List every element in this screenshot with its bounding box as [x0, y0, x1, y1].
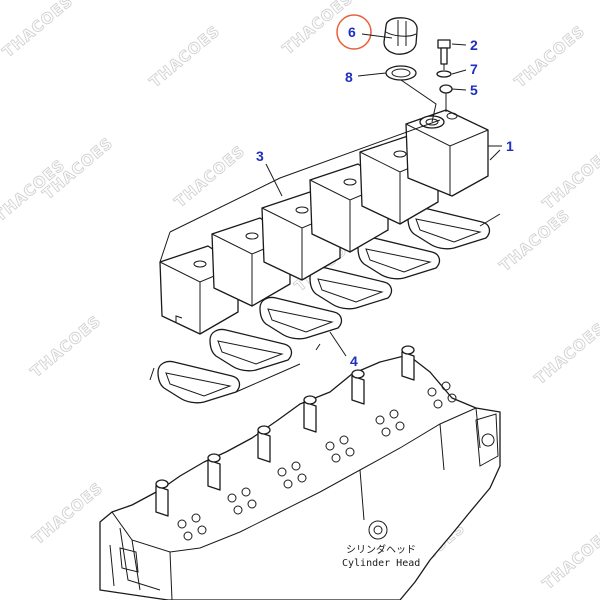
watermark: THACOES	[146, 22, 224, 91]
valve-cluster	[177, 381, 457, 541]
watermark: THACOES	[27, 312, 105, 381]
watermark: THACOES	[279, 0, 357, 58]
callouts: 6 2 7 5 8 1 3 4	[256, 14, 514, 369]
caption-english: Cylinder Head	[342, 558, 420, 569]
callout-6[interactable]: 6	[348, 24, 356, 40]
cylinder-head-drawing	[99, 345, 501, 600]
cover-group	[159, 109, 501, 335]
watermark: THACOES	[171, 142, 249, 211]
watermark: THACOES	[29, 479, 107, 548]
hardware-parts	[383, 17, 453, 123]
callout-7[interactable]: 7	[470, 61, 478, 77]
caption: シリンダヘッド Cylinder Head	[342, 543, 420, 569]
caption-japanese: シリンダヘッド	[346, 543, 416, 556]
callout-2[interactable]: 2	[470, 37, 478, 53]
callout-4[interactable]: 4	[350, 353, 358, 369]
watermark: THACOES	[539, 524, 600, 593]
callout-3[interactable]: 3	[256, 148, 264, 164]
watermark: THACOES	[496, 206, 574, 275]
watermark: THACOES	[531, 319, 600, 388]
watermark: THACOES	[511, 22, 589, 91]
watermark: THACOES	[0, 0, 77, 61]
callout-5[interactable]: 5	[470, 82, 478, 98]
highlight-ring	[336, 14, 372, 50]
gasket-group	[149, 206, 501, 404]
watermark: THACOES	[539, 144, 600, 213]
callout-8[interactable]: 8	[345, 69, 353, 85]
callout-1[interactable]: 1	[506, 138, 514, 154]
